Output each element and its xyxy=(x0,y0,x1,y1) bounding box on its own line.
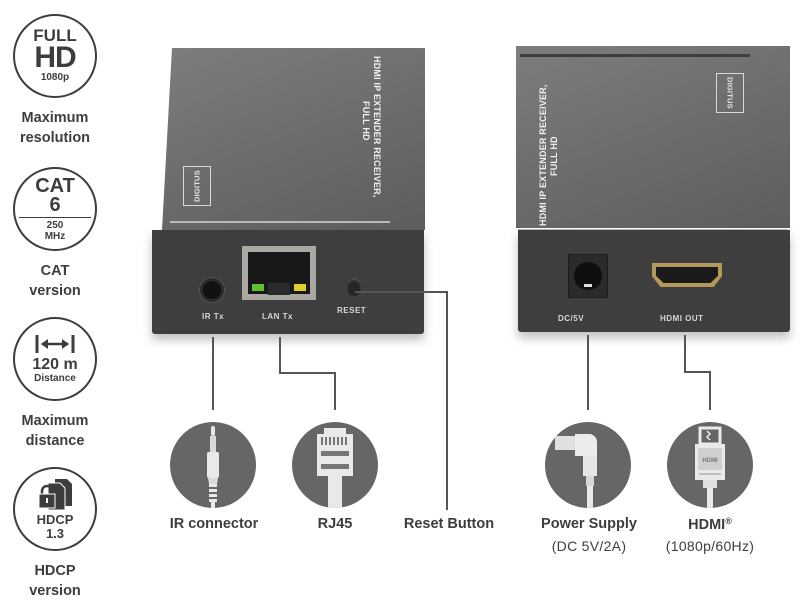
device-top-lip xyxy=(520,54,750,57)
feature-caption: HDCP version xyxy=(0,561,110,601)
distance-badge: 120 m Distance xyxy=(13,317,97,401)
digitus-logo: DIGITUS xyxy=(183,166,211,206)
hdmi-label: HDMI® xyxy=(688,516,732,533)
feature-hdcp: HDCP 1.3 HDCP version xyxy=(0,467,110,601)
power-supply-circle xyxy=(545,422,631,508)
rj45-latch xyxy=(268,283,290,295)
port-label-lan: LAN Tx xyxy=(262,312,293,321)
logo-text: DIGITUS xyxy=(725,77,735,109)
rj45-label: RJ45 xyxy=(317,516,353,532)
badge-line: HDCP xyxy=(36,512,74,527)
port-label-ir: IR Tx xyxy=(202,312,225,321)
badge-line: 120 m xyxy=(32,355,78,373)
badge-line: FULL xyxy=(33,26,77,45)
power-supply-label: Power Supply xyxy=(541,516,637,532)
device-title: HDMI IP EXTENDER RECEIVER, FULL HD xyxy=(538,84,560,226)
registered-mark: ® xyxy=(725,516,732,526)
device-title-line: FULL HD xyxy=(361,101,371,141)
cat6-badge: CAT 6 250 MHz xyxy=(13,167,97,251)
reset-button[interactable] xyxy=(347,278,361,296)
badge-line: 6 xyxy=(49,193,61,216)
hdmi-spec: (1080p/60Hz) xyxy=(665,538,755,554)
logo-text: DIGITUS xyxy=(192,170,202,202)
badge-line: Distance xyxy=(34,372,76,384)
port-label-reset: RESET xyxy=(337,306,367,315)
hdmi-out-port xyxy=(652,263,722,287)
full-hd-badge: FULL HD 1080p xyxy=(13,14,97,98)
feature-caption: Maximum distance xyxy=(0,411,110,451)
ir-connector-circle xyxy=(170,422,256,508)
port-label-dc: DC/5V xyxy=(558,314,585,323)
port-label-hdmi: HDMI OUT xyxy=(660,314,704,323)
power-supply-spec: (DC 5V/2A) xyxy=(551,538,627,554)
leader-line-rj45 xyxy=(279,337,336,410)
badge-line: HD xyxy=(34,41,76,74)
caption-line: Maximum xyxy=(21,413,89,429)
rj45-circle xyxy=(292,422,378,508)
badge-line: MHz xyxy=(44,230,66,242)
hdmi-plug-icon: HDMI xyxy=(695,426,725,508)
ir-tx-port xyxy=(200,278,224,302)
hdcp-badge: HDCP 1.3 xyxy=(13,467,97,551)
badge-line: 1.3 xyxy=(45,526,65,541)
ir-connector-label: IR connector xyxy=(169,516,259,532)
rj45-plug-icon xyxy=(317,428,353,508)
badge-line: 1080p xyxy=(40,72,70,83)
device-top-panel xyxy=(516,46,790,228)
hdmi-label-text: HDMI xyxy=(688,517,726,533)
caption-line: distance xyxy=(25,433,85,449)
feature-cat: CAT 6 250 MHz CAT version xyxy=(0,167,110,301)
caption-line: CAT xyxy=(40,263,70,279)
device-right: HDMI IP EXTENDER RECEIVER, FULL HD DIGIT… xyxy=(516,46,791,336)
device-title-line: HDMI IP EXTENDER RECEIVER, xyxy=(538,84,548,226)
reset-button-label: Reset Button xyxy=(403,516,495,532)
caption-line: HDCP xyxy=(34,563,76,579)
device-edge xyxy=(518,229,788,231)
distance-arrows-icon xyxy=(35,334,75,353)
link-led xyxy=(252,284,264,291)
feature-caption: CAT version xyxy=(0,261,110,301)
device-title-line: HDMI IP EXTENDER RECEIVER, xyxy=(372,56,382,198)
device-left: HDMI IP EXTENDER RECEIVER, FULL HD DIGIT… xyxy=(152,48,427,334)
device-front-panel: IR Tx LAN Tx RESET xyxy=(152,230,424,334)
feature-caption: Maximum resolution xyxy=(0,108,110,148)
device-front-panel: DC/5V HDMI OUT xyxy=(518,230,790,332)
device-title-line: FULL HD xyxy=(549,136,559,176)
digitus-logo: DIGITUS xyxy=(716,73,744,113)
device-title: HDMI IP EXTENDER RECEIVER, FULL HD xyxy=(360,56,382,198)
activity-led xyxy=(294,284,306,291)
lan-tx-port xyxy=(242,246,316,300)
divider xyxy=(19,216,91,218)
device-top-panel xyxy=(162,48,425,230)
caption-line: resolution xyxy=(19,130,91,146)
dc-plug-icon xyxy=(555,434,597,508)
audio-jack-icon xyxy=(207,426,219,508)
badge-line: 250 xyxy=(46,219,64,231)
caption-line: Maximum xyxy=(21,110,89,126)
feature-resolution: FULL HD 1080p Maximum resolution xyxy=(0,14,110,148)
device-edge xyxy=(170,221,390,223)
hdmi-circle: HDMI xyxy=(667,422,753,508)
feature-distance: 120 m Distance Maximum distance xyxy=(0,317,110,451)
caption-line: version xyxy=(29,583,81,599)
lock-documents-icon xyxy=(38,479,72,511)
dc-5v-port xyxy=(568,254,608,298)
leader-line-hdmi xyxy=(684,335,711,410)
hdmi-plug-text: HDMI xyxy=(702,458,718,464)
caption-line: version xyxy=(29,283,81,299)
badge-line: CAT xyxy=(35,174,75,197)
